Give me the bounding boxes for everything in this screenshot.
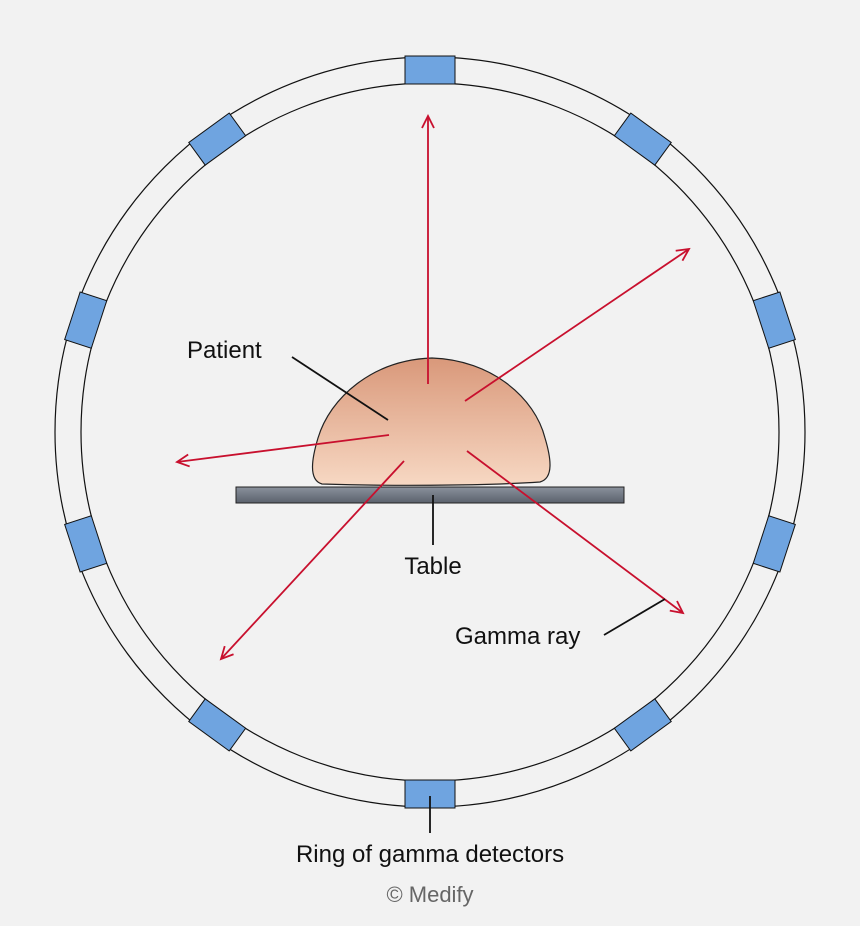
gamma-detector [64, 291, 108, 349]
copyright-credit: © Medify [386, 882, 473, 907]
gamma-ray-leader-line [603, 598, 666, 636]
patient-body [311, 357, 551, 486]
gamma-detector [613, 112, 672, 166]
gamma-ray-upper-right [464, 249, 689, 402]
gamma-detector [188, 698, 247, 752]
gamma-rays [177, 116, 689, 659]
gamma-detector [752, 515, 796, 573]
gamma-ray-label: Gamma ray [455, 623, 580, 650]
gamma-ray-lower-right [466, 450, 683, 613]
gamma-ray-lower-left [221, 460, 405, 659]
gamma-ray-left [177, 434, 390, 462]
gamma-detector [64, 515, 108, 573]
patient-label: Patient [187, 337, 262, 364]
gamma-detector [404, 55, 456, 85]
gamma-detector [613, 698, 672, 752]
ring-label: Ring of gamma detectors [296, 841, 564, 868]
gamma-detector [188, 112, 247, 166]
detectors-group [64, 55, 796, 809]
leader-lines [291, 356, 666, 833]
patient-leader-line [291, 356, 389, 421]
scanner-table [235, 486, 625, 504]
table-label: Table [404, 553, 461, 580]
gamma-detector [752, 291, 796, 349]
